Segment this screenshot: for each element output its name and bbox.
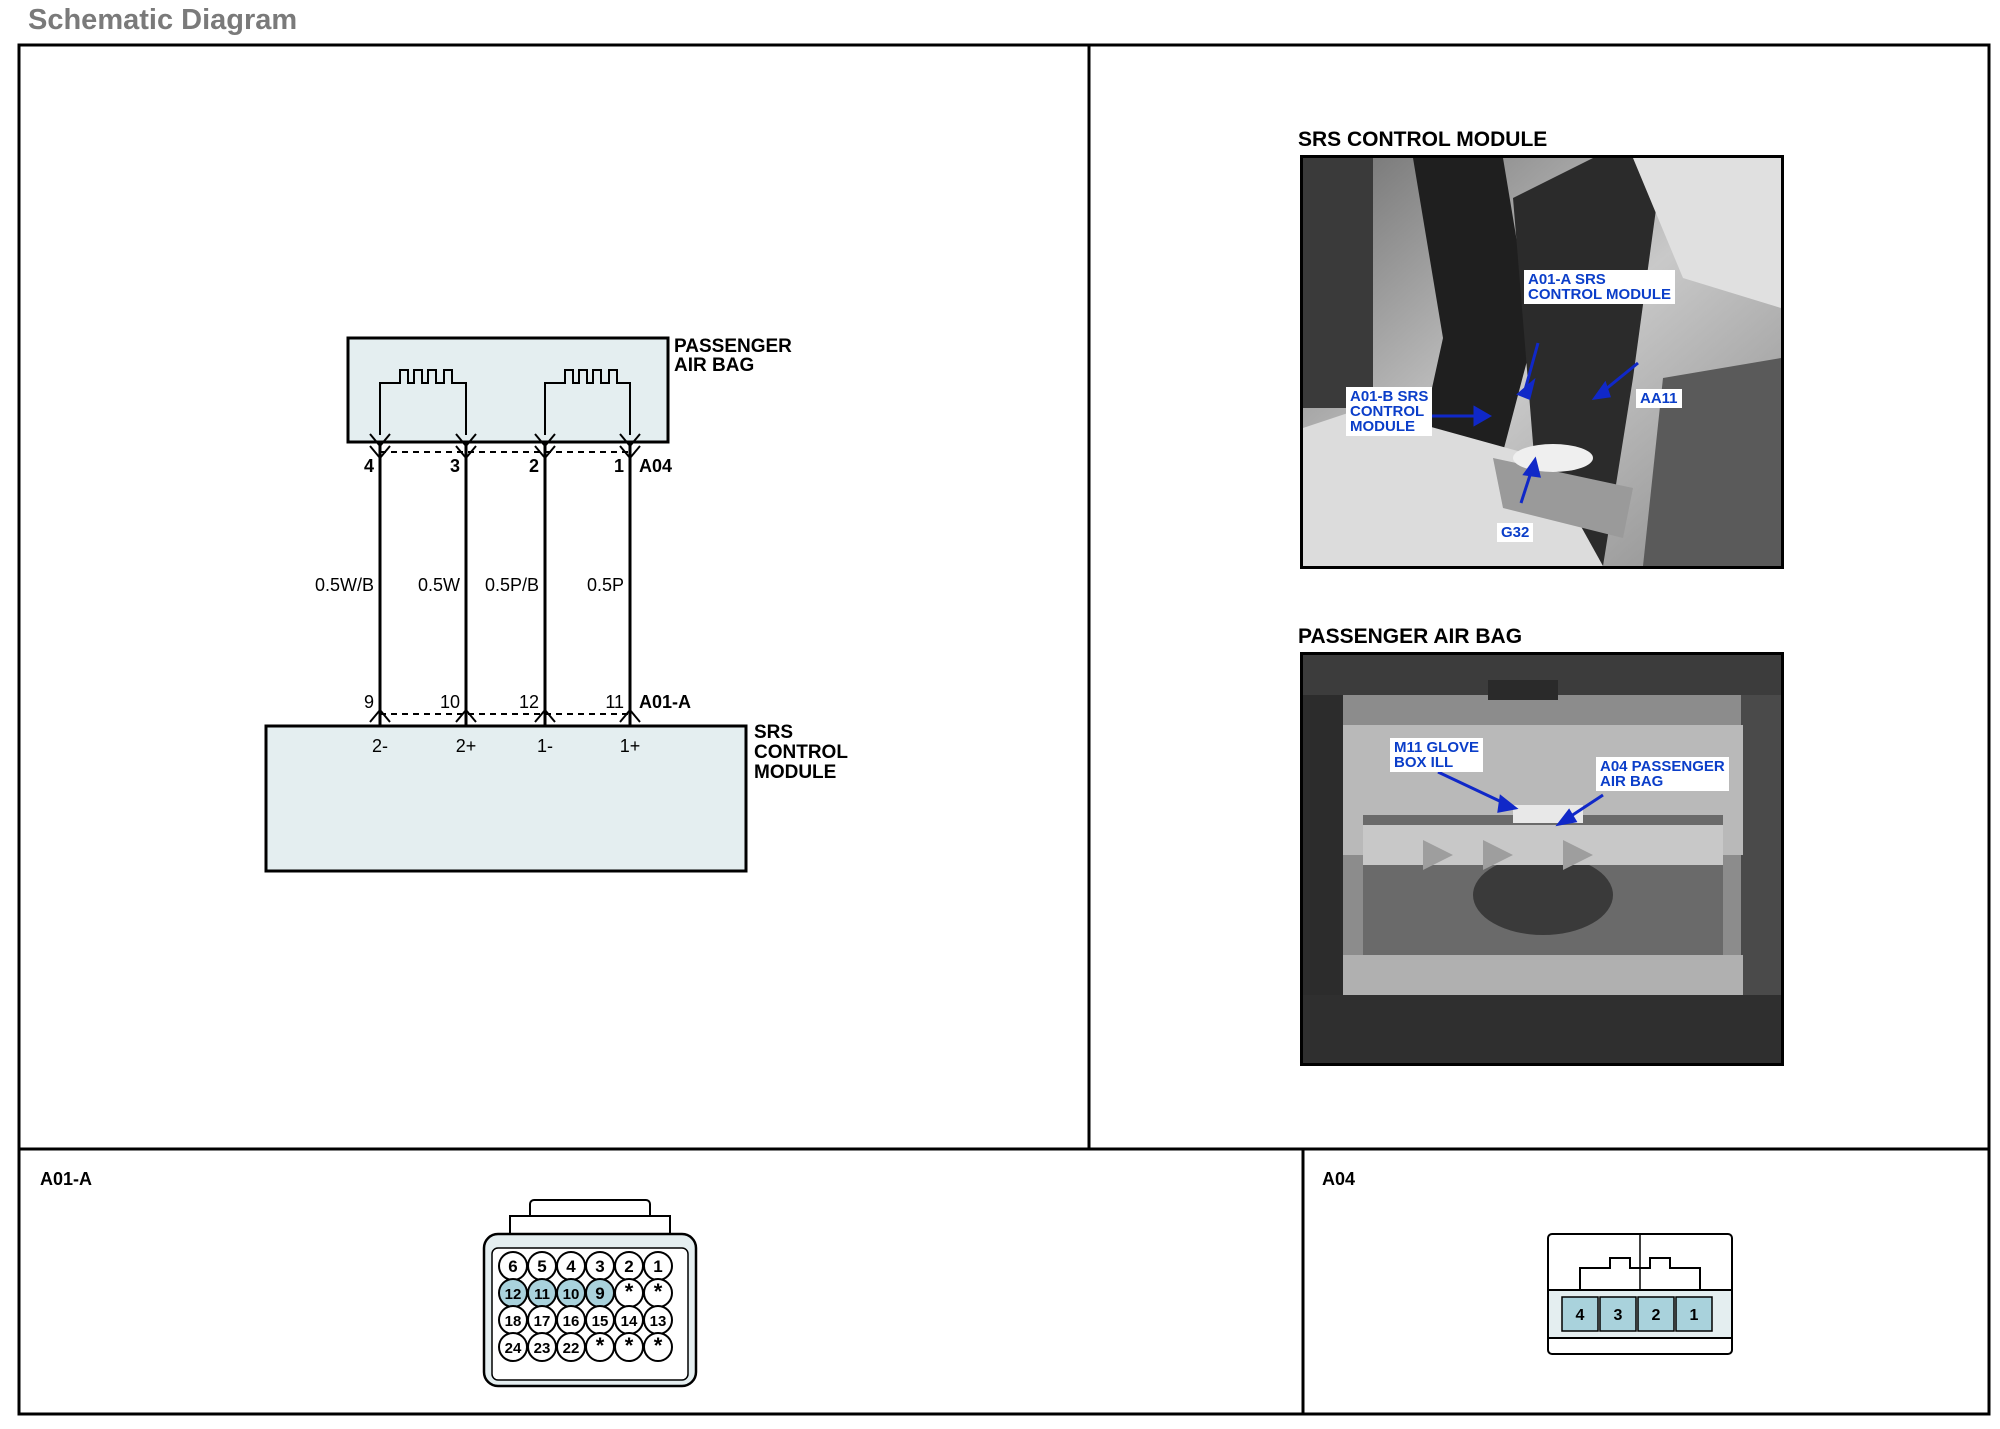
a01a-pin-cavity — [643, 1332, 673, 1362]
a01a-pin-number: * — [596, 1333, 605, 1358]
a01a-pin-number: 15 — [592, 1313, 609, 1330]
a01a-pin-number: 11 — [534, 1286, 550, 1303]
wire-color: 0.5W — [418, 575, 460, 595]
module-label-line3: MODULE — [754, 762, 836, 783]
module-terminal: 1+ — [620, 736, 641, 756]
a04-pin-cavity — [1675, 1296, 1713, 1332]
airbag-pin: 2 — [529, 456, 539, 476]
a01a-pin-number: 23 — [534, 1340, 551, 1357]
terminal-chevron — [619, 445, 641, 460]
a01a-pin-number: 6 — [508, 1257, 517, 1276]
a04-pin-cavity — [1599, 1296, 1637, 1332]
a01a-pin-number: 1 — [653, 1257, 662, 1276]
terminal-chevron — [534, 708, 556, 723]
a01a-pin-number: * — [654, 1279, 663, 1304]
page-title: Schematic Diagram — [28, 4, 298, 36]
module-connector-id: A01-A — [639, 692, 691, 712]
a04-pin-cavity — [1561, 1296, 1599, 1332]
terminal-chevron — [369, 433, 391, 448]
callout-a01b-srs: A01-B SRS CONTROL MODULE — [1346, 387, 1433, 436]
module-pin: 11 — [605, 692, 624, 712]
module-label-line1: SRS — [754, 722, 793, 743]
a01a-pin-number: 24 — [505, 1340, 522, 1357]
squib-symbol-2 — [379, 369, 467, 435]
srs-control-module-photo: A01-A SRS CONTROL MODULE A01-B SRS CONTR… — [1300, 155, 1784, 569]
terminal-chevron — [369, 445, 391, 460]
a01a-pin-number: 14 — [621, 1313, 638, 1330]
a01a-pin-number: 16 — [563, 1313, 580, 1330]
terminal-chevron — [534, 445, 556, 460]
terminal-chevron — [369, 708, 391, 723]
connector-a01a-label: A01-A — [40, 1169, 93, 1189]
a01a-pin-number: 12 — [505, 1286, 522, 1303]
callout-m11-glove-box: M11 GLOVE BOX ILL — [1390, 738, 1484, 772]
airbag-pin: 1 — [614, 456, 624, 476]
callout-g32: G32 — [1497, 523, 1534, 542]
a04-pin-number: 4 — [1576, 1307, 1585, 1324]
a04-pin-number: 2 — [1652, 1307, 1661, 1324]
terminal-chevron — [534, 433, 556, 448]
module-pin: 10 — [440, 692, 460, 712]
airbag-pin: 4 — [364, 456, 374, 476]
a01a-pin-number: * — [625, 1333, 634, 1358]
module-label-line2: CONTROL — [754, 742, 848, 763]
connector-a04-label: A04 — [1322, 1169, 1356, 1189]
passenger-airbag-box — [346, 336, 670, 444]
squib-symbol-1 — [544, 369, 631, 435]
airbag-label-line2: AIR BAG — [674, 355, 754, 376]
airbag-photo-title: PASSENGER AIR BAG — [1298, 625, 1523, 648]
srs-photo-title: SRS CONTROL MODULE — [1298, 128, 1548, 151]
a04-pin-number: 3 — [1614, 1307, 1623, 1324]
airbag-label-line1: PASSENGER — [674, 336, 792, 357]
a01a-pin-number: 17 — [534, 1313, 551, 1330]
a04-pin-number: 1 — [1690, 1307, 1699, 1324]
a01a-pin-number: 22 — [563, 1340, 580, 1357]
a01a-pin-number: * — [625, 1279, 634, 1304]
airbag-pin: 3 — [450, 456, 460, 476]
module-pin: 9 — [364, 692, 374, 712]
a04-pin-cavity — [1637, 1296, 1675, 1332]
a01a-pin-number: 4 — [566, 1257, 576, 1276]
a01a-pin-number: * — [654, 1333, 663, 1358]
callout-a01a-srs: A01-A SRS CONTROL MODULE — [1524, 270, 1676, 304]
module-terminal: 2+ — [456, 736, 477, 756]
callout-a04-passenger-airbag: A04 PASSENGER AIR BAG — [1596, 757, 1729, 791]
a01a-pin-number: 10 — [563, 1286, 580, 1303]
a01a-pin-number: 13 — [650, 1313, 667, 1330]
passenger-airbag-photo: M11 GLOVE BOX ILL A04 PASSENGER AIR BAG — [1300, 652, 1784, 1066]
wiring-schematic: PASSENGER AIR BAG 4 3 2 1 A04 0.5W/B 0.5… — [264, 336, 848, 873]
module-terminal: 1- — [537, 736, 553, 756]
terminal-chevron — [455, 433, 477, 448]
a01a-pin-number: 9 — [595, 1284, 604, 1303]
terminal-chevron — [455, 445, 477, 460]
a01a-pin-number: 18 — [505, 1313, 522, 1330]
a01a-pin-number: 3 — [595, 1257, 604, 1276]
srs-control-module-box — [264, 724, 748, 873]
wire-color: 0.5P/B — [485, 575, 539, 595]
airbag-connector-id: A04 — [639, 456, 672, 476]
callout-aa11: AA11 — [1636, 389, 1682, 408]
module-terminal: 2- — [372, 736, 388, 756]
wire-color: 0.5W/B — [315, 575, 374, 595]
connector-a04-face: 4 3 2 1 — [1547, 1233, 1733, 1355]
module-pin: 12 — [519, 692, 539, 712]
terminal-chevron — [455, 708, 477, 723]
a01a-pin-number: 5 — [537, 1257, 546, 1276]
terminal-chevron — [619, 433, 641, 448]
a01a-pin-number: 2 — [624, 1257, 633, 1276]
wire-color: 0.5P — [587, 575, 624, 595]
terminal-chevron — [619, 708, 641, 723]
